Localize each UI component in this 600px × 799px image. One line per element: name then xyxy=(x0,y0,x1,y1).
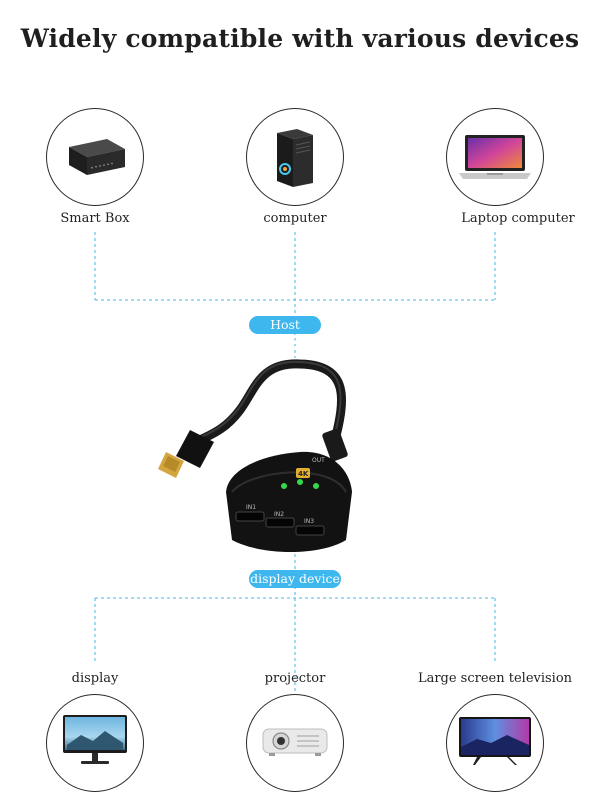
projector-circle xyxy=(246,694,344,792)
television-circle xyxy=(446,694,544,792)
switch-in2-label: IN2 xyxy=(274,511,284,518)
television-icon xyxy=(459,717,531,765)
display-device-label-television: Large screen television xyxy=(417,671,573,686)
display-device-label-display: display xyxy=(71,671,119,686)
page-title: Widely compatible with various devices xyxy=(20,24,580,53)
host-device-label-laptop: Laptop computer xyxy=(461,211,575,226)
switch-in1-label: IN1 xyxy=(246,504,256,511)
display-device-pill: display device xyxy=(249,570,341,588)
laptop-circle xyxy=(446,108,544,206)
cable xyxy=(195,359,346,445)
monitor-icon xyxy=(63,715,127,764)
computer-tower-icon xyxy=(277,129,313,187)
strain-relief xyxy=(322,428,348,462)
smart-box-circle xyxy=(46,108,144,206)
switch-body xyxy=(226,451,352,552)
switch-out-label: OUT xyxy=(312,457,325,464)
switch-in3-label: IN3 xyxy=(304,518,314,525)
laptop-icon xyxy=(459,135,531,179)
host-device-label-smart-box: Smart Box xyxy=(60,211,130,226)
projector-icon xyxy=(262,728,328,756)
switch-4k-badge: 4K xyxy=(298,470,309,478)
host-device-pill: Host device xyxy=(249,316,321,350)
host-device-label-computer: computer xyxy=(263,211,327,226)
display-circle xyxy=(46,694,144,792)
smart-box-icon xyxy=(69,139,125,175)
display-device-label-projector: projector xyxy=(264,671,326,686)
hdmi-plug xyxy=(158,430,214,478)
computer-circle xyxy=(246,108,344,206)
